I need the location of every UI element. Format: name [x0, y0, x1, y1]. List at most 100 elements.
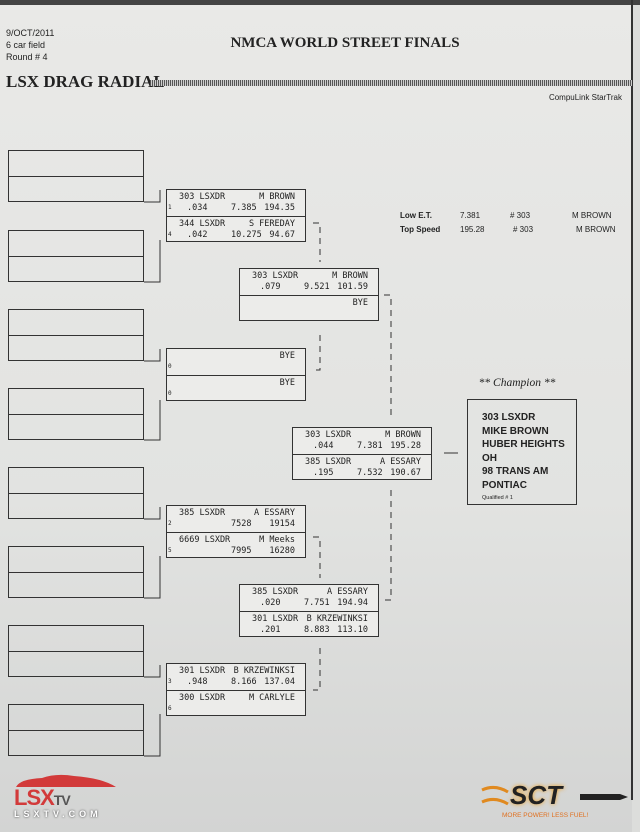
racer-car: 301 LSXDR: [179, 666, 226, 676]
racer-mph: 113.10: [337, 625, 368, 635]
champion-heading: ** Champion **: [478, 377, 556, 389]
slot-line: [9, 705, 143, 731]
champion-box: 303 LSXDR MIKE BROWN HUBER HEIGHTS OH 98…: [467, 399, 577, 505]
racer-seed: 0: [168, 363, 172, 370]
racer-name: BYE: [279, 378, 295, 388]
racer-car: 385 LSXDR: [305, 457, 352, 467]
racer-name: A ESSARY: [380, 457, 421, 467]
racer-rt: .201: [260, 625, 281, 635]
racer-rt: .948: [187, 677, 208, 687]
racer-name: BYE: [352, 298, 368, 308]
sct-logo: SCT MORE POWER! LESS FUEL!: [480, 780, 630, 825]
field-size: 6 car field: [6, 40, 46, 50]
connector-line: [384, 294, 392, 420]
champion-line: HUBER HEIGHTS OH: [482, 439, 565, 464]
car-silhouette-icon: [16, 774, 116, 787]
racer-name: M Meeks: [259, 535, 295, 545]
round-number: Round # 4: [6, 52, 48, 62]
racer-mph: 194.35: [264, 203, 295, 213]
logo-text: SCT: [510, 780, 562, 810]
stat-label: Top Speed: [400, 225, 441, 234]
event-title: NMCA WORLD STREET FINALS: [230, 35, 460, 51]
page-edge: [631, 0, 633, 800]
racer-seed: 0: [168, 390, 172, 397]
racer-rt: .195: [313, 468, 334, 478]
slot-line: [9, 151, 143, 177]
connector-line: [313, 222, 321, 262]
connector-line: [313, 648, 321, 691]
racer-name: A ESSARY: [327, 587, 368, 597]
racer-car: 344 LSXDR: [179, 219, 226, 229]
qualifier-slot: [8, 467, 144, 519]
racer-et: 8.166: [231, 677, 257, 687]
racer-mph: 194.94: [337, 598, 368, 608]
racer-rt: .044: [313, 441, 334, 451]
connector-line: [313, 536, 321, 578]
racer-car: 301 LSXDR: [252, 614, 299, 624]
racer-et: 9.521: [304, 282, 330, 292]
racer-seed: 2: [168, 520, 172, 527]
lsxtv-logo: LSXTV LSXTV.COM: [12, 773, 122, 823]
racer-rt: .079: [260, 282, 281, 292]
qualifier-slot: [8, 546, 144, 598]
racer-car: 303 LSXDR: [252, 271, 299, 281]
racer-car: 385 LSXDR: [179, 508, 226, 518]
racer-car: 6669 LSXDR: [179, 535, 231, 545]
racer-et: 7.385: [231, 203, 257, 213]
racer-mph: 94.67: [269, 230, 295, 240]
racer-rt: .020: [260, 598, 281, 608]
champion-line: MIKE BROWN: [482, 425, 549, 437]
logo-text: LSX: [14, 785, 55, 810]
racer-car: 303 LSXDR: [305, 430, 352, 440]
bracket-sheet: [0, 4, 632, 832]
logo-tagline: MORE POWER! LESS FUEL!: [502, 812, 589, 819]
champion-qualified: Qualified # 1: [482, 495, 513, 501]
qualifier-slot: [8, 230, 144, 282]
page-edge: [0, 0, 640, 5]
racer-name: B KRZEWINKSI: [233, 666, 295, 676]
connector-line: [144, 556, 161, 599]
slot-line: [9, 626, 143, 652]
racer-mph: 101.59: [337, 282, 368, 292]
qualifier-slot: [8, 625, 144, 677]
racer-et: 7995: [231, 546, 252, 556]
racer-car: 303 LSXDR: [179, 192, 226, 202]
connector-line: [144, 240, 161, 283]
racer-seed: 4: [168, 231, 172, 238]
champion-line: 303 LSXDR: [482, 412, 536, 423]
racer-et: 7.751: [304, 598, 330, 608]
logo-url: LSXTV.COM: [14, 809, 102, 819]
stat-label: Low E.T.: [400, 211, 432, 220]
racer-name: M BROWN: [332, 271, 368, 281]
racer-mph: 137.04: [264, 677, 295, 687]
racer-et: 10.275: [231, 230, 262, 240]
stat-car: # 303: [513, 225, 534, 234]
slot-line: [9, 468, 143, 494]
stat-car: # 303: [510, 211, 531, 220]
stat-name: M BROWN: [572, 211, 612, 220]
champion-line: PONTIAC: [482, 479, 527, 491]
racer-car: 300 LSXDR: [179, 693, 226, 703]
racer-rt: .034: [187, 203, 208, 213]
slot-line: [9, 389, 143, 415]
flame-arrow-icon: [481, 785, 628, 806]
stat-name: M BROWN: [576, 225, 616, 234]
connector-line: [144, 190, 161, 203]
racer-name: BYE: [279, 351, 295, 361]
